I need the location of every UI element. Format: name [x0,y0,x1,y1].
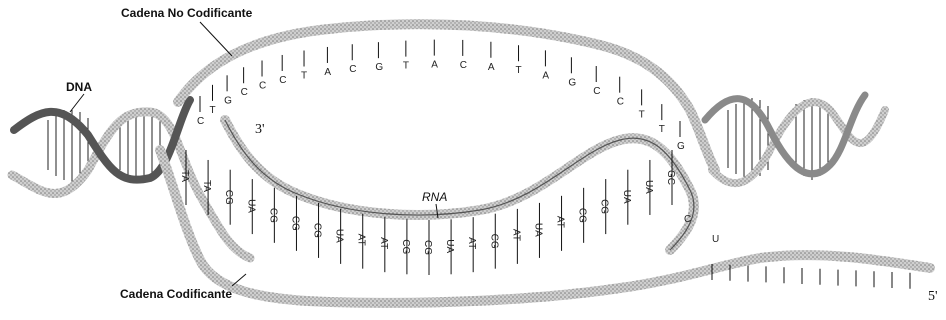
template-base: C [197,116,204,127]
base-pair: AT [510,229,521,241]
base-pair: TA [179,170,190,182]
dna-label: DNA [66,80,92,94]
template-base: G [224,95,232,106]
template-base: C [349,64,356,75]
template-base: C [617,97,624,108]
template-base: T [659,124,665,135]
coding-strand-label: Cadena Codificante [120,287,232,301]
left-dna-helix [12,100,250,258]
non-coding-strand-label: Cadena No Codificante [121,6,253,20]
base-pair: AT [466,237,477,249]
coding-strand-ticks [712,264,910,289]
dna-leader-line [70,94,84,112]
template-base: T [403,61,409,72]
base-pair: CG [422,240,433,255]
base-pair: UA [334,229,345,243]
base-pair: UA [444,239,455,253]
base-pair: AT [356,234,367,246]
right-dna-helix [705,95,885,183]
template-base: C [279,75,286,86]
rna-label: RNA [422,190,447,204]
tail-base: C [684,214,691,225]
template-base: G [375,62,383,73]
template-base: A [431,60,438,71]
template-base: T [516,65,522,76]
tail-base: U [712,234,719,245]
template-base: C [259,80,266,91]
five-prime-label: 5' [928,289,938,304]
right-helix-strand-b [705,95,865,174]
template-base: G [568,77,576,88]
base-pair: UA [621,190,632,204]
template-base: A [324,67,331,78]
template-base: T [209,105,215,116]
base-pair: CG [267,208,278,223]
three-prime-label: 3' [255,122,265,137]
coding-leader-line [232,274,246,286]
base-pair: CG [312,223,323,238]
base-pair: CG [223,190,234,205]
base-pair: GC [665,170,676,185]
template-base: T [301,70,307,81]
base-pair: CG [400,239,411,254]
base-pair: CG [488,234,499,249]
base-pair: UA [532,223,543,237]
base-pair: AT [555,216,566,228]
non-coding-strand [178,24,715,170]
template-base: C [593,86,600,97]
base-pair: UA [245,199,256,213]
base-pair: CG [577,208,588,223]
template-base: C [460,60,467,71]
base-pair: CG [599,199,610,214]
base-pair: TA [201,180,212,192]
template-base: G [677,141,685,152]
template-base: A [542,70,549,81]
base-pair: UA [643,180,654,194]
template-base: A [488,62,495,73]
base-pair: CG [289,216,300,231]
non-coding-leader-line [200,22,232,56]
base-pair: AT [378,237,389,249]
template-base: C [241,87,248,98]
template-base: T [639,109,645,120]
